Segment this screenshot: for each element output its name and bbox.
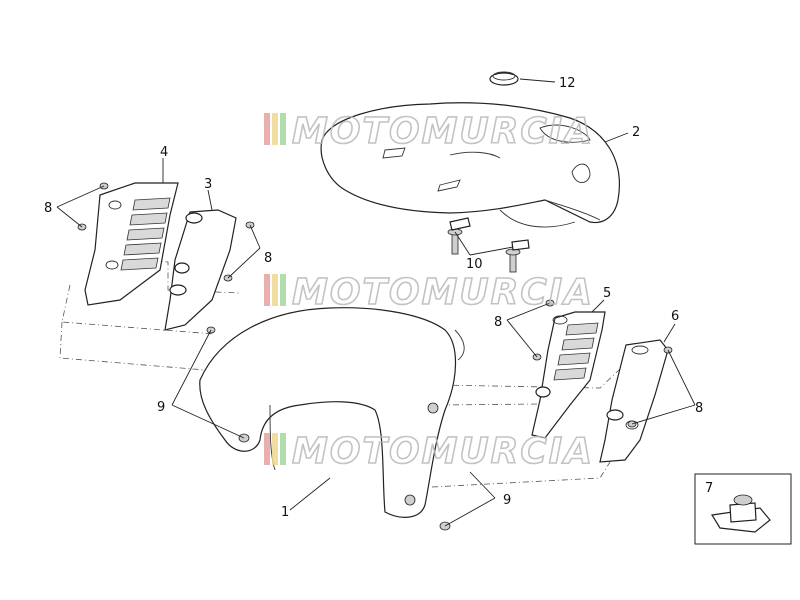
part-left-grille [84,182,179,306]
part-right-grille [531,311,606,439]
inset-box-clip-nut [694,473,792,545]
callout-3: 3 [204,177,212,192]
callout-8-far-right: 8 [695,401,703,416]
guide-line-right-low [431,461,611,488]
watermark-stripe [272,433,278,465]
watermark-text: MOTOMURCIA [292,431,594,472]
callout-1: 1 [281,505,289,520]
callout-6: 6 [671,309,679,324]
callout-8-right: 8 [494,315,502,330]
callout-labels: 4 3 8 8 12 2 10 5 8 6 8 9 9 1 7 [44,76,713,520]
part-right-inner-panel [599,339,669,463]
callout-9-left: 9 [157,400,165,415]
part-left-inner-panel [164,209,237,331]
callout-10: 10 [466,257,483,272]
watermark-stripe [264,274,270,306]
guide-line-left-low [59,321,206,371]
watermark-stripe [280,274,286,306]
part-cover-screws [447,217,530,273]
loose-screws [77,182,673,531]
watermark-stripe [280,113,286,145]
callout-5: 5 [603,286,611,301]
watermark-stripe [272,113,278,145]
watermark-text: MOTOMURCIA [292,111,594,152]
watermark-stripe [264,433,270,465]
callout-7: 7 [705,481,713,496]
watermark-text: MOTOMURCIA [292,272,594,313]
callout-4: 4 [160,145,168,160]
watermark-stripe [264,113,270,145]
watermark-top: MOTOMURCIA [264,110,594,153]
watermark-middle: MOTOMURCIA [264,271,594,314]
callout-8-left: 8 [44,201,52,216]
part-upper-cover [320,102,620,228]
callout-8-left-inner: 8 [264,251,272,266]
part-front-fender [199,307,465,518]
leader-lines [56,78,696,527]
guide-line-left-mid [61,284,215,335]
callout-12: 12 [559,76,576,91]
watermark-bottom: MOTOMURCIA [264,430,594,473]
part-grommet [489,71,519,86]
callout-9-right: 9 [503,493,511,508]
watermark-stripe [272,274,278,306]
callout-2: 2 [632,125,640,140]
watermark-stripe [280,433,286,465]
